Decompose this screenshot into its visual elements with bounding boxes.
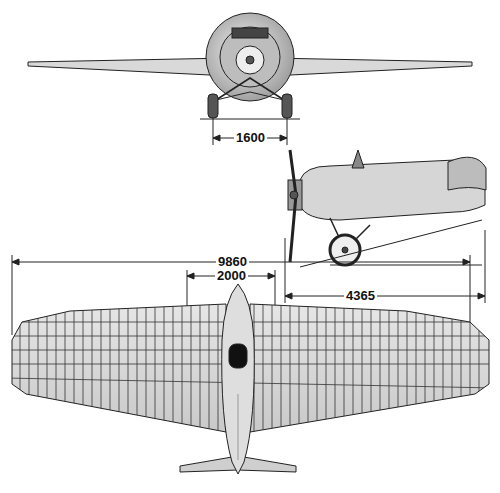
wing-rib — [155, 295, 156, 440]
wing-rib — [83, 295, 84, 440]
wing-rib — [119, 295, 120, 440]
wing-rib — [101, 295, 102, 440]
wing-rib — [218, 295, 219, 440]
wing-rib — [308, 295, 309, 440]
wing-rib — [191, 295, 192, 440]
wing-rib — [380, 295, 381, 440]
wing-rib — [407, 295, 408, 440]
wing-rib — [92, 295, 93, 440]
wing-rib — [371, 295, 372, 440]
wing-rib — [389, 295, 390, 440]
wing-rib — [299, 295, 300, 440]
dimension-label: 9860 — [216, 255, 249, 269]
wing-rib — [434, 295, 435, 440]
wing-rib — [290, 295, 291, 440]
wing-rib — [38, 295, 39, 440]
wing-rib — [29, 295, 30, 440]
wing-rib — [47, 295, 48, 440]
wing-rib — [263, 295, 264, 440]
wing-rib — [479, 295, 480, 440]
wing-rib — [182, 295, 183, 440]
wing-rib — [317, 295, 318, 440]
wing-rib — [353, 295, 354, 440]
wing-rib — [128, 295, 129, 440]
wing-rib — [281, 295, 282, 440]
wing-rib — [425, 295, 426, 440]
dimension-label: 4365 — [344, 289, 377, 303]
wing-rib — [20, 295, 21, 440]
wing-rib — [164, 295, 165, 440]
wing-rib — [200, 295, 201, 440]
wing-rib — [335, 295, 336, 440]
wing-rib — [443, 295, 444, 440]
wing-rib — [56, 295, 57, 440]
front-view — [28, 13, 472, 145]
wing-rib — [65, 295, 66, 440]
wing-rib — [362, 295, 363, 440]
wing-rib — [110, 295, 111, 440]
wing-rib — [209, 295, 210, 440]
top-view — [5, 255, 495, 474]
dimension-label: 2000 — [215, 269, 248, 283]
wing-rib — [272, 295, 273, 440]
wing-rib — [137, 295, 138, 440]
wing-rib — [173, 295, 174, 440]
wing-rib — [344, 295, 345, 440]
wing-rib — [470, 295, 471, 440]
wing-rib — [398, 295, 399, 440]
wing-rib — [74, 295, 75, 440]
wing-rib — [416, 295, 417, 440]
dimension-label: 1600 — [234, 131, 267, 145]
wing-rib — [146, 295, 147, 440]
side-view — [285, 150, 486, 303]
wing-rib — [461, 295, 462, 440]
wing-rib — [452, 295, 453, 440]
wing-rib — [326, 295, 327, 440]
